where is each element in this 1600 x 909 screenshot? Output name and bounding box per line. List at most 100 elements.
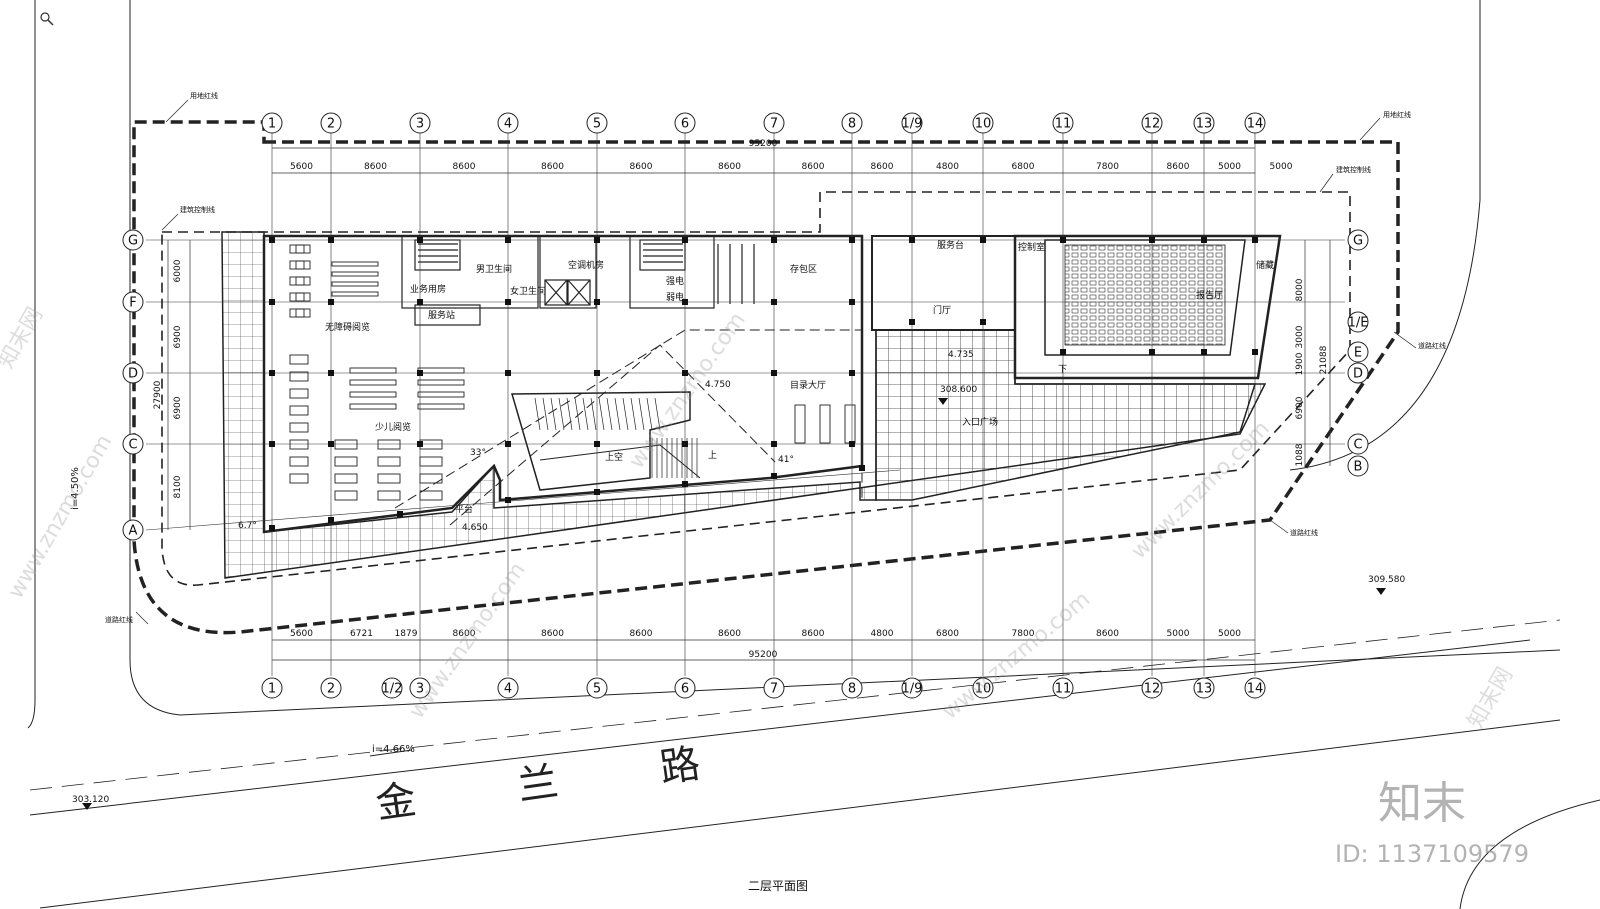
reading-tables <box>289 244 856 501</box>
left-axis-1: G <box>128 234 138 249</box>
bottom-dim-12: 8600 <box>1096 629 1119 639</box>
top-dim-14: 5000 <box>1270 162 1293 172</box>
road-name-3: 路 <box>657 741 703 792</box>
top-dim-4: 8600 <box>541 162 564 172</box>
top-axis-7-circle <box>763 112 785 134</box>
bottom-axis-4-circle <box>409 677 431 699</box>
bottom-dim-5: 8600 <box>541 629 564 639</box>
left-total-dim: 27900 <box>153 380 163 409</box>
boundary-labels: 用地红线 用地红线 建筑控制线 建筑控制线 道路红线 道路红线 道路红线 <box>105 91 1446 625</box>
bottom-dim-13: 5000 <box>1167 629 1190 639</box>
bottom-axis-6-circle <box>586 677 608 699</box>
watermark-id: ID: 1137109579 <box>1335 840 1529 868</box>
bottom-axis-15-circle <box>1244 677 1266 699</box>
bottom-dim-10: 6800 <box>936 629 959 639</box>
watermark-text-4: www.znzmo.com <box>938 587 1095 725</box>
top-dim-2: 8600 <box>364 162 387 172</box>
columns <box>269 237 1258 531</box>
top-axis-10: 10 <box>975 117 992 132</box>
bottom-axis-11-circle <box>972 677 994 699</box>
room-strong-elec: 强电 <box>666 275 684 287</box>
right-axis-1: G <box>1353 234 1363 249</box>
bottom-dim-11: 7800 <box>1012 629 1035 639</box>
room-men-wc: 男卫生间 <box>476 263 512 275</box>
room-service-station: 服务站 <box>428 309 455 321</box>
road-annotation: i=4.66% i=4.50% 金 兰 路 二层平面图 <box>70 467 808 893</box>
room-women-wc: 女卫生间 <box>510 285 546 297</box>
left-axis-4-circle <box>122 433 144 455</box>
stair-up: 上 <box>708 450 717 461</box>
bottom-dim-4: 8600 <box>453 629 476 639</box>
angle-2: 41° <box>778 455 794 465</box>
top-dim-9: 4800 <box>936 162 959 172</box>
room-control: 控制室 <box>1018 241 1045 253</box>
room-business: 业务用房 <box>410 283 446 295</box>
top-axis-13: 13 <box>1196 117 1213 132</box>
top-dim-13: 5000 <box>1218 162 1241 172</box>
right-axis-4-circle <box>1347 362 1369 384</box>
bottom-axis-5: 4 <box>504 682 512 697</box>
elev-entrance: 308.600 <box>940 385 977 395</box>
label-road-redline-2: 道路红线 <box>1290 528 1318 537</box>
bottom-axis-13-circle <box>1141 677 1163 699</box>
room-storage: 存包区 <box>790 263 817 275</box>
building-outline <box>262 234 864 534</box>
atrium <box>394 329 863 526</box>
top-axis-5: 5 <box>593 117 601 132</box>
right-axis-4: D <box>1353 367 1363 382</box>
left-dim-1: 6000 <box>173 259 183 282</box>
left-axis-3-circle <box>122 362 144 384</box>
room-lobby: 门厅 <box>933 304 951 316</box>
room-report-hall: 报告厅 <box>1196 289 1223 301</box>
elev-left-bottom: 303.120 <box>72 795 109 805</box>
room-labels: 无障碍阅览 少儿阅览 业务用房 服务站 男卫生间 女卫生间 空调机房 强电 弱电… <box>72 239 1405 810</box>
bottom-axis-12-circle <box>1052 677 1074 699</box>
bottom-axis-13: 12 <box>1144 682 1161 697</box>
label-site-redline-1: 用地红线 <box>190 91 218 100</box>
bottom-axis-5-circle <box>497 677 519 699</box>
bottom-axis-1: 1 <box>268 682 276 697</box>
right-axis-5: C <box>1353 438 1362 453</box>
left-dim-4: 8100 <box>173 475 183 498</box>
top-axis-10-circle <box>972 112 994 134</box>
platform: 平台 <box>455 503 473 515</box>
top-axis-3: 3 <box>416 117 424 132</box>
top-dim-3: 8600 <box>453 162 476 172</box>
bottom-dim-8: 8600 <box>802 629 825 639</box>
bottom-axis-3: 1/2 <box>382 682 403 697</box>
right-axis-5-circle <box>1347 433 1369 455</box>
bottom-axis-8: 7 <box>770 682 778 697</box>
bottom-dim-1: 5600 <box>290 629 313 639</box>
watermark-logo: 知末 <box>1378 778 1466 829</box>
top-axis-13-circle <box>1193 112 1215 134</box>
watermark-text-2: www.znzmo.com <box>404 558 530 723</box>
right-axis-6-circle <box>1347 455 1369 477</box>
right-dim-3: 1900 <box>1295 352 1305 375</box>
top-axis-14-circle <box>1244 112 1266 134</box>
bottom-dim-9: 4800 <box>871 629 894 639</box>
top-dim-8: 8600 <box>871 162 894 172</box>
bottom-axis-11: 10 <box>975 682 992 697</box>
bottom-axis-14: 13 <box>1196 682 1213 697</box>
elev-right: 309.580 <box>1368 575 1405 585</box>
left-axis-5-circle <box>122 519 144 541</box>
top-axis-8: 8 <box>848 117 856 132</box>
left-axis-4: C <box>128 438 137 453</box>
elev-e1: 4.750 <box>705 380 731 390</box>
bottom-axis-9-circle <box>841 677 863 699</box>
right-axis-6: B <box>1354 460 1363 475</box>
left-axis-5: A <box>129 524 138 539</box>
right-axis-3: E <box>1354 346 1362 361</box>
site-boundary <box>132 120 1400 635</box>
top-axis-12-circle <box>1141 112 1163 134</box>
auditorium-seats <box>1064 244 1226 346</box>
bottom-axis-9: 8 <box>848 682 856 697</box>
bottom-dim-14: 5000 <box>1218 629 1241 639</box>
label-build-control-1: 建筑控制线 <box>180 205 215 214</box>
bottom-axis-7-circle <box>674 677 696 699</box>
room-children: 少儿阅览 <box>375 421 411 433</box>
top-axis-9-circle <box>901 112 923 134</box>
watermark-site-1: 知末网 <box>0 303 48 373</box>
magnifier-icon[interactable] <box>40 12 54 26</box>
label-site-redline-2: 用地红线 <box>1383 110 1411 119</box>
